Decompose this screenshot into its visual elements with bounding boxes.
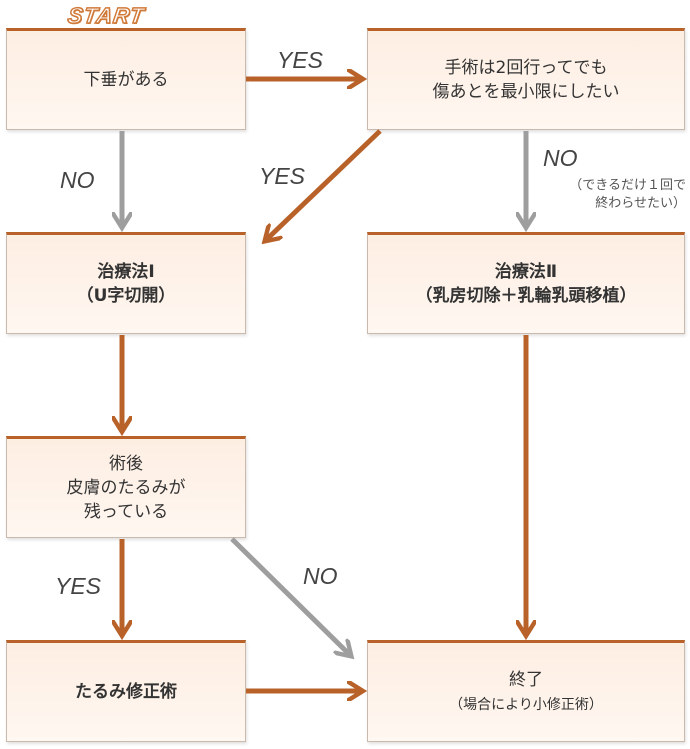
node-postop-sagging: 術後 皮膚のたるみが 残っている [6, 436, 246, 538]
node-text: （乳房切除＋乳輪乳頭移植） [415, 286, 637, 306]
node-sagging: 下垂がある [6, 28, 246, 130]
node-note: （場合により小修正術） [449, 697, 603, 713]
node-text: 治療法Ⅰ [97, 262, 155, 282]
label-no-q2-t2: NO [543, 145, 578, 171]
node-text: たるみ修正術 [75, 682, 177, 702]
node-text: 皮膚のたるみが [66, 478, 186, 498]
label-yes-q3-fix: YES [55, 573, 102, 599]
node-text: 残っている [83, 502, 169, 522]
label-no-start-t1: NO [60, 167, 95, 193]
note-line: 終わらせたい） [595, 196, 686, 211]
label-no-q3-end: NO [303, 563, 338, 589]
node-text: 下垂がある [83, 70, 169, 90]
label-yes-start-q2: YES [277, 47, 324, 73]
node-text: 手術は2回行ってでも [444, 58, 608, 78]
node-end: 終了 （場合により小修正術） [367, 640, 685, 742]
node-text: 術後 [109, 454, 143, 474]
node-sagging-correction: たるみ修正術 [6, 640, 246, 742]
label-yes-q2-t1: YES [259, 163, 306, 189]
node-minimize-scar: 手術は2回行ってでも 傷あとを最小限にしたい [367, 28, 685, 130]
node-text: 治療法Ⅱ [494, 262, 558, 282]
note-line: （できるだけ１回で [569, 178, 686, 193]
node-treatment-1: 治療法Ⅰ （U字切開） [6, 232, 246, 334]
label-no-q2-t2-note: （できるだけ１回で 終わらせたい） [548, 177, 686, 213]
node-text: 傷あとを最小限にしたい [432, 82, 620, 102]
node-text: （U字切開） [76, 286, 176, 306]
node-text: 終了 [509, 670, 543, 690]
arrow-q3-to-end [230, 537, 350, 655]
arrow-q2-to-t1 [266, 129, 382, 240]
node-treatment-2: 治療法Ⅱ （乳房切除＋乳輪乳頭移植） [367, 232, 685, 334]
